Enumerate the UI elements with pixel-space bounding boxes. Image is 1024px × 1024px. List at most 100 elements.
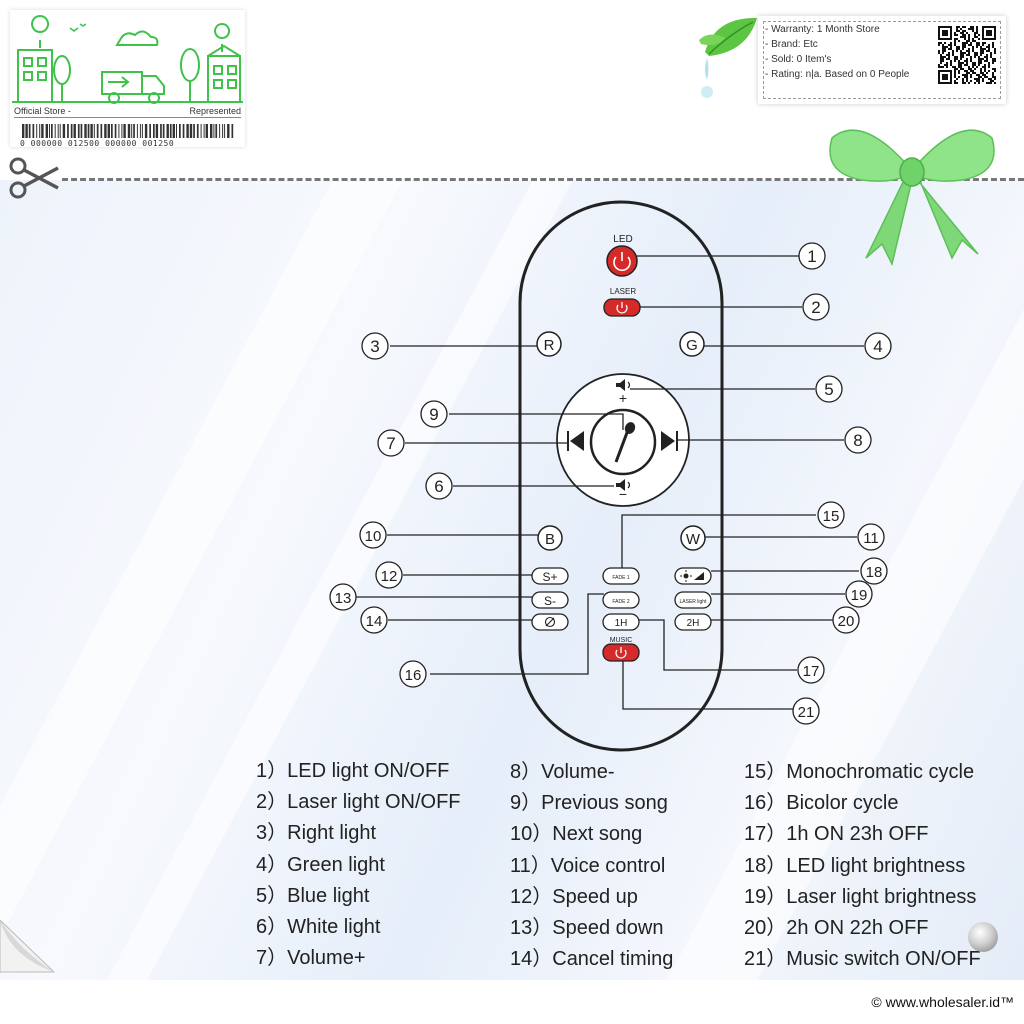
r-button[interactable]: R [536, 331, 562, 357]
next-icon [661, 431, 675, 451]
music-label: MUSIC [610, 637, 633, 644]
power-icon [615, 647, 627, 659]
led-power-button[interactable] [606, 245, 638, 277]
content-background [0, 180, 1024, 980]
svg-text:+: + [619, 390, 627, 406]
legend-item: 1）LED light ON/OFF [256, 760, 450, 782]
mic-button[interactable] [589, 408, 657, 476]
leaf-icon [699, 17, 757, 98]
callout-14: 14 [360, 606, 388, 634]
legend-column-3: 15）Monochromatic cycle 16）Bicolor cycle … [744, 757, 981, 975]
svg-text:B: B [545, 531, 555, 548]
fade2-button[interactable]: FADE 2 [602, 591, 640, 609]
legend-item: 19）Laser light brightness [744, 885, 977, 908]
legend-item: 8）Volume- [510, 761, 615, 783]
brand-text: - Brand: Etc [765, 39, 818, 50]
callout-3: 3 [361, 332, 389, 360]
fade1-button[interactable]: FADE 1 [602, 567, 640, 585]
svg-text:1H: 1H [615, 618, 628, 629]
store-illustration [12, 15, 243, 104]
svg-text:2: 2 [811, 298, 820, 317]
brightness-icon [680, 570, 704, 582]
music-power-button[interactable] [602, 643, 640, 662]
timer-2h-button[interactable]: 2H [674, 613, 712, 631]
legend-item: 11）Voice control [510, 854, 666, 877]
sold-text: - Sold: 0 Item's [765, 54, 832, 65]
w-button[interactable]: W [680, 525, 706, 551]
barcode-number: 0 000000 012500 000000 001250 [20, 139, 175, 148]
legend-item: 5）Blue light [256, 884, 370, 907]
speed-up-button[interactable]: S+ [531, 567, 569, 585]
led-brightness-button[interactable] [674, 567, 712, 585]
legend-item: 21）Music switch ON/OFF [744, 948, 981, 971]
svg-text:13: 13 [335, 590, 352, 607]
legend-item: 7）Volume+ [256, 947, 366, 970]
speaker-icon [616, 379, 625, 391]
legend-item: 3）Right light [256, 822, 377, 845]
legend-item: 10）Next song [510, 823, 643, 846]
g-button[interactable]: G [679, 331, 705, 357]
svg-text:9: 9 [429, 405, 438, 424]
svg-text:W: W [686, 531, 701, 548]
cancel-timer-button[interactable] [531, 613, 569, 631]
svg-text:16: 16 [405, 667, 422, 684]
led-label: LED [613, 234, 632, 245]
callout-19: 19 [845, 580, 873, 608]
callout-4: 4 [864, 332, 892, 360]
legend-column-1: 1）LED light ON/OFF 2）Laser light ON/OFF … [256, 756, 461, 974]
legend-item: 9）Previous song [510, 792, 668, 815]
timer-1h-button[interactable]: 1H [602, 613, 640, 631]
svg-text:FADE 1: FADE 1 [612, 575, 629, 581]
legend-item: 4）Green light [256, 853, 385, 876]
volume-down-button[interactable]: − [616, 479, 631, 502]
svg-text:S+: S+ [542, 570, 557, 584]
callout-8: 8 [844, 426, 872, 454]
official-store-label: Official Store - [14, 106, 71, 116]
scissors-icon [9, 157, 59, 199]
callout-5: 5 [815, 375, 843, 403]
b-button[interactable]: B [537, 525, 563, 551]
callout-15: 15 [817, 501, 845, 529]
volume-up-button[interactable]: + [616, 379, 631, 406]
callout-9: 9 [420, 400, 448, 428]
svg-text:1: 1 [807, 247, 816, 266]
callout-17: 17 [797, 656, 825, 684]
callout-10: 10 [359, 521, 387, 549]
svg-text:10: 10 [365, 528, 382, 545]
next-button[interactable] [661, 431, 678, 451]
callout-7: 7 [377, 429, 405, 457]
svg-text:19: 19 [851, 587, 868, 604]
callout-6: 6 [425, 472, 453, 500]
warranty-text: - Warranty: 1 Month Store [765, 24, 880, 35]
legend-item: 17）1h ON 23h OFF [744, 823, 929, 846]
page-curl-icon [0, 920, 56, 973]
callout-18: 18 [860, 557, 888, 585]
cancel-timer-icon [544, 616, 556, 628]
orb-icon [968, 922, 998, 952]
callout-20: 20 [832, 606, 860, 634]
callout-2: 2 [802, 293, 830, 321]
product-info-card: - Warranty: 1 Month Store - Brand: Etc -… [758, 16, 1006, 104]
speed-down-button[interactable]: S- [531, 591, 569, 609]
rating-text: - Rating: n|a. Based on 0 People [765, 69, 910, 80]
prev-button[interactable] [567, 431, 584, 451]
legend-item: 18）LED light brightness [744, 854, 966, 877]
svg-text:−: − [619, 486, 627, 502]
store-card: Official Store - Represented 0 000000 01… [10, 10, 245, 148]
svg-text:G: G [686, 337, 698, 354]
svg-text:5: 5 [824, 380, 833, 399]
laser-brightness-button[interactable]: LASER light [674, 591, 712, 609]
laser-label: LASER [610, 287, 636, 296]
store-labels: Official Store - Represented [14, 106, 241, 118]
laser-power-button[interactable] [603, 298, 641, 317]
info-border [763, 21, 1001, 99]
svg-text:LASER light: LASER light [680, 599, 708, 605]
svg-text:7: 7 [386, 434, 395, 453]
power-icon [613, 252, 631, 272]
svg-text:FADE 2: FADE 2 [612, 599, 629, 605]
svg-text:R: R [544, 337, 555, 354]
legend-item: 6）White light [256, 915, 381, 938]
svg-text:4: 4 [873, 337, 882, 356]
